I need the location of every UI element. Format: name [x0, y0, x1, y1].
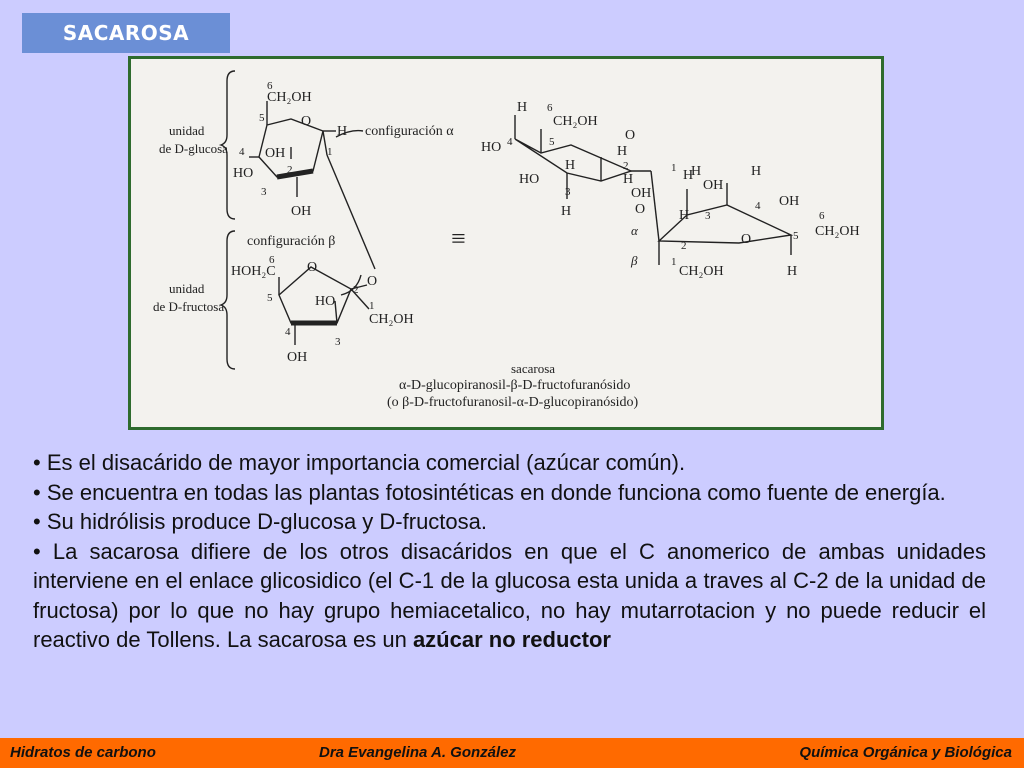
chair-fr-n4: 4 — [755, 200, 761, 212]
glycosidic-bond — [326, 154, 376, 270]
fru-n6: 6 — [269, 254, 275, 266]
chair-fr-n2: 2 — [681, 240, 687, 252]
chair-fr-h-c3: H — [679, 208, 689, 223]
glc-n3: 3 — [261, 186, 267, 198]
footer-subject: Química Orgánica y Biológica — [799, 744, 1012, 761]
fru-n1: 1 — [369, 300, 375, 312]
chair-h-2: H — [623, 172, 633, 187]
glc-oh-4: OH — [265, 146, 285, 161]
label-config-beta: configuración β — [247, 234, 335, 249]
chair-fr-n5: 5 — [793, 230, 799, 242]
chair-fr-n1: 1 — [671, 256, 677, 268]
glc-n4: 4 — [239, 146, 245, 158]
chair-fr-n3: 3 — [705, 210, 711, 222]
glc-n6: 6 — [267, 80, 273, 92]
bullet-bold-text: azúcar no reductor — [412, 627, 611, 652]
chair-alpha: α — [631, 223, 639, 238]
chair-fr-oh-3: OH — [703, 178, 723, 193]
chair-n1: 1 — [671, 162, 677, 174]
chair-beta: β — [630, 253, 638, 268]
label-unidad-fructosa-1: unidad — [169, 281, 205, 296]
label-config-alpha: configuración α — [365, 124, 454, 139]
glc-n2: 2 — [287, 164, 293, 176]
fructose-ring — [278, 266, 352, 324]
chair-h-5: H — [617, 144, 627, 159]
chair-fr-oh-4: OH — [779, 194, 799, 209]
chair-n4: 4 — [507, 136, 513, 148]
fructose-brace — [218, 230, 236, 370]
fru-ho-3: HO — [315, 294, 335, 309]
chair-ho-3: HO — [519, 172, 539, 187]
chair-ring-o: O — [625, 128, 635, 143]
chair-n5: 5 — [549, 136, 555, 148]
glucose-c1-o-bond — [322, 130, 328, 156]
caption-line-1: sacarosa — [511, 361, 555, 376]
chair-oh-2: OH — [631, 186, 651, 201]
fructose-c1-bond — [350, 288, 370, 310]
chair-fr-ch2oh-1: CH₂OH — [679, 264, 724, 279]
bullet-text: • La sacarosa difiere de los otros disac… — [33, 538, 986, 653]
caption-line-3: (o β-D-fructofuranosil-α-D-glucopiranósi… — [387, 395, 639, 410]
glucose-ring-bold-edge — [276, 168, 314, 180]
chair-h-3: H — [565, 158, 575, 173]
glc-h: H — [337, 124, 347, 139]
fru-ch2oh-1: CH₂OH — [369, 312, 414, 327]
fru-n5: 5 — [267, 292, 273, 304]
footer-bar: Hidratos de carbono Dra Evangelina A. Go… — [0, 738, 1024, 768]
caption-line-2: α-D-glucopiranosil-β-D-fructofuranósido — [399, 378, 630, 393]
fru-n3: 3 — [335, 336, 341, 348]
glc-ho-4: HO — [233, 166, 253, 181]
glc-ring-o: O — [301, 114, 311, 129]
chair-fr-h-top: H — [751, 164, 761, 179]
label-unidad-fructosa-2: de D-fructosa — [153, 299, 224, 314]
footer-author: Dra Evangelina A. González — [319, 744, 516, 761]
glc-n5: 5 — [259, 112, 265, 124]
chair-ch2oh: CH₂OH — [553, 114, 598, 129]
glucose-brace — [218, 70, 236, 220]
chair-n2: 2 — [623, 160, 629, 172]
chair-fr-o-link: O — [635, 202, 645, 217]
chair-h-1: H — [691, 164, 701, 179]
fru-n4: 4 — [285, 326, 291, 338]
fru-n2: 2 — [353, 284, 359, 296]
alpha-arrow — [335, 129, 364, 138]
glc-ch2oh: CH₂OH — [267, 90, 312, 105]
glc-n1: 1 — [327, 146, 333, 158]
chair-fr-ring-o: O — [741, 232, 751, 247]
chair-glycosidic-bond — [650, 170, 660, 242]
label-unidad-glucosa-2: de D-glucosa — [159, 141, 228, 156]
label-unidad-glucosa-1: unidad — [169, 123, 205, 138]
fru-hoh2c: HOH₂C — [231, 264, 276, 279]
bullet-item: • La sacarosa difiere de los otros disac… — [33, 537, 986, 655]
fru-ring-o: O — [307, 260, 317, 275]
chair-ho-4: HO — [481, 140, 501, 155]
chair-fr-h-3: H — [683, 168, 693, 183]
chair-h-bottom: H — [561, 204, 571, 219]
bullet-item: • Se encuentra en todas las plantas foto… — [33, 479, 946, 505]
bullet-item: • Su hidrólisis produce D-glucosa y D-fr… — [33, 509, 487, 534]
slide-title: SACAROSA — [22, 13, 230, 53]
chair-fr-n6: 6 — [819, 210, 825, 222]
fru-link-o: O — [367, 274, 377, 289]
fru-oh-4: OH — [287, 350, 307, 365]
footer-course: Hidratos de carbono — [10, 744, 156, 761]
chair-fr-h-bottom: H — [787, 264, 797, 279]
sucrose-diagram: unidad de D-glucosa unidad de D-fructosa… — [153, 70, 860, 410]
sucrose-structure-figure: unidad de D-glucosa unidad de D-fructosa… — [128, 56, 884, 430]
fructose-c2-bond — [350, 284, 368, 290]
chair-fructose-ring — [657, 204, 794, 244]
fructose-c3-bond — [334, 300, 338, 324]
equivalence-sign: ≡ — [451, 224, 466, 253]
bullet-list: • Es el disacárido de mayor importancia … — [33, 448, 986, 655]
chair-h-top: H — [517, 100, 527, 115]
glc-oh-3: OH — [291, 204, 311, 219]
chair-fr-ch2oh: CH₂OH — [815, 224, 860, 239]
chair-n3: 3 — [565, 186, 571, 198]
bullet-item: • Es el disacárido de mayor importancia … — [33, 450, 686, 475]
chair-n6: 6 — [547, 102, 553, 114]
